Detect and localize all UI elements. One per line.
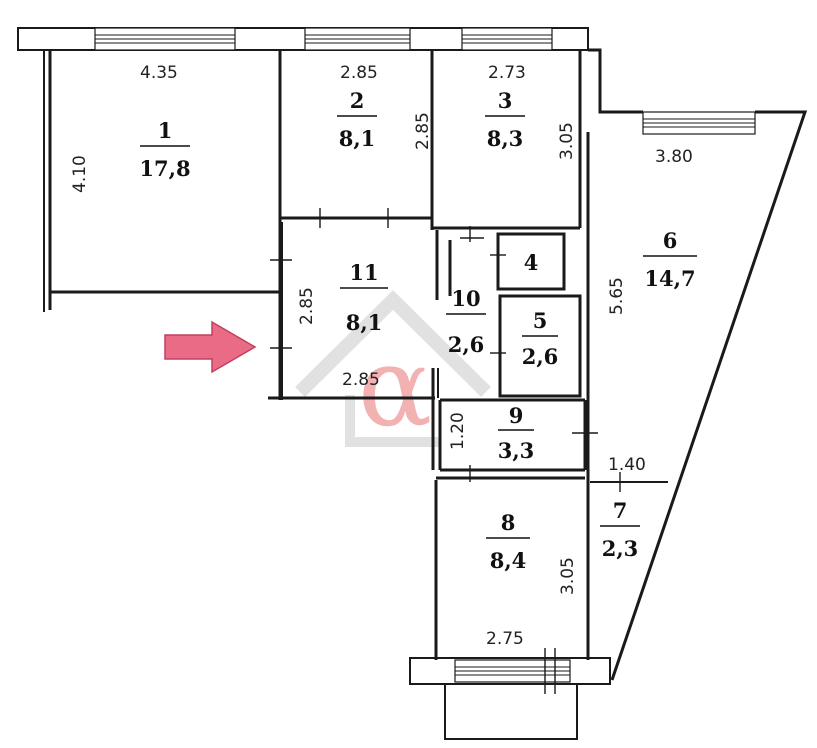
room-number: 10	[451, 286, 480, 311]
dimension-room-2-width: 2.85	[340, 63, 378, 83]
room-area: 8,1	[339, 126, 376, 151]
room-area: 8,3	[487, 126, 524, 151]
room-label-9: 9 3,3	[498, 403, 535, 463]
room-label-11: 11 8,1	[340, 260, 388, 335]
room-number: 3	[498, 88, 513, 113]
dimension-room-11-width: 2.85	[342, 370, 380, 390]
room-label-4: 4	[524, 250, 539, 275]
room-label-1: 1 17,8	[139, 118, 190, 181]
room-number: 5	[533, 308, 548, 333]
room-label-5: 5 2,6	[522, 308, 559, 369]
room-label-3: 3 8,3	[485, 88, 525, 151]
room-number: 8	[501, 510, 516, 535]
interior-walls	[268, 50, 668, 660]
dimension-room-1-width: 4.35	[140, 63, 178, 83]
dimension-room-2-height: 2.85	[413, 112, 433, 150]
room-label-7: 7 2,3	[600, 498, 640, 561]
door-marks	[270, 208, 621, 492]
room-area: 17,8	[139, 156, 190, 181]
room-area: 3,3	[498, 438, 535, 463]
room-area: 2,6	[522, 344, 559, 369]
room-number: 4	[524, 250, 539, 275]
room-number: 7	[613, 498, 628, 523]
room-number: 11	[349, 260, 378, 285]
window-room-2	[304, 27, 411, 51]
dimension-room-3-height: 3.05	[557, 122, 577, 160]
arrow-right-icon	[164, 320, 257, 374]
room-label-8: 8 8,4	[486, 510, 530, 573]
room-number: 6	[663, 228, 678, 253]
dimension-room-6-width: 3.80	[655, 147, 693, 167]
room-area: 2,6	[448, 332, 485, 357]
room-area: 8,1	[346, 310, 383, 335]
room-number: 2	[350, 88, 365, 113]
room-area: 8,4	[490, 548, 527, 573]
dimension-room-6-height: 5.65	[607, 277, 627, 315]
dimension-room-8-height: 3.05	[558, 557, 578, 595]
room-area: 14,7	[644, 266, 695, 291]
dimension-room-8-width: 2.75	[486, 629, 524, 649]
alpha-house-logo-icon: α	[295, 290, 491, 451]
window-room-8	[454, 648, 571, 694]
room-number: 1	[158, 118, 173, 143]
dimension-room-9-height: 1.20	[448, 412, 468, 450]
window-room-1	[94, 27, 236, 51]
room-area: 2,3	[602, 536, 639, 561]
room-number: 9	[509, 403, 524, 428]
dimension-room-3-width: 2.73	[488, 63, 526, 83]
room-label-6: 6 14,7	[643, 228, 697, 291]
dimension-room-11-height: 2.85	[297, 287, 317, 325]
window-room-6	[642, 111, 756, 135]
window-room-3	[461, 27, 553, 51]
dimension-room-7-width: 1.40	[608, 455, 646, 475]
svg-text:α: α	[358, 323, 432, 451]
room-label-2: 2 8,1	[337, 88, 377, 151]
dimension-room-1-height: 4.10	[70, 155, 90, 193]
room-label-10: 10 2,6	[446, 286, 486, 357]
